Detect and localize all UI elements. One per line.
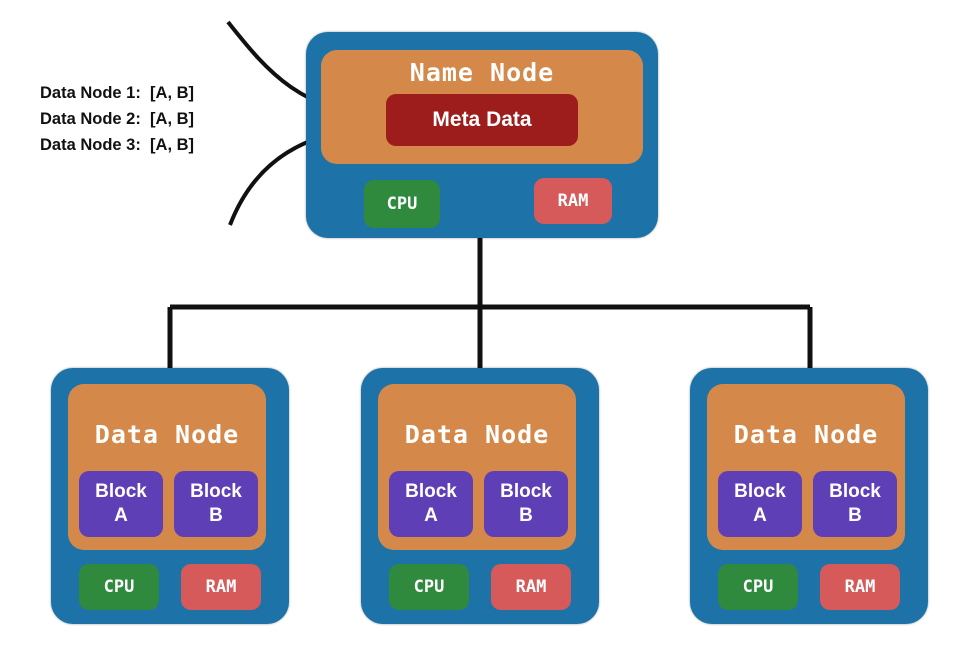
block-letter: A [114,505,128,526]
block-a: Block A [718,471,802,537]
data-node-title: Data Node [94,420,240,449]
block-letter: B [519,505,533,526]
block-word: Block [95,481,147,502]
block-a: Block A [79,471,163,537]
data-node-title: Data Node [733,420,879,449]
name-node-title: Name Node [409,58,555,87]
data-node-ram: RAM [820,564,900,610]
data-node-ram: RAM [181,564,261,610]
metadata-row: Data Node 3: [A, B] [40,132,194,158]
block-word: Block [829,481,881,502]
block-letter: A [753,505,767,526]
metadata-row-value: [A, B] [150,136,195,154]
data-node-cpu: CPU [718,564,798,610]
metadata-row: Data Node 2: [A, B] [40,106,194,132]
data-node-1: Data Node Block A Block B CPU RAM [51,368,289,624]
block-a: Block A [389,471,473,537]
name-node-inner: Name Node Meta Data [321,50,643,164]
metadata-row-value: [A, B] [150,84,195,102]
block-word: Block [405,481,457,502]
name-node: Name Node Meta Data CPU RAM [306,32,658,238]
data-node-inner: Data Node Block A Block B [378,384,576,550]
block-b: Block B [484,471,568,537]
block-word: Block [190,481,242,502]
data-node-title: Data Node [404,420,550,449]
name-node-cpu: CPU [364,180,440,228]
data-node-ram: RAM [491,564,571,610]
metadata-row-label: Data Node 3: [40,136,141,154]
data-node-2: Data Node Block A Block B CPU RAM [361,368,599,624]
data-node-inner: Data Node Block A Block B [68,384,266,550]
data-node-inner: Data Node Block A Block B [707,384,905,550]
name-node-ram: RAM [534,178,612,224]
data-node-cpu: CPU [79,564,159,610]
block-b: Block B [174,471,258,537]
data-node-3: Data Node Block A Block B CPU RAM [690,368,928,624]
block-letter: B [848,505,862,526]
meta-data-box: Meta Data [386,94,578,146]
block-word: Block [734,481,786,502]
metadata-row: Data Node 1: [A, B] [40,80,194,106]
block-word: Block [500,481,552,502]
metadata-list: Data Node 1: [A, B] Data Node 2: [A, B] … [40,80,194,158]
block-letter: B [209,505,223,526]
metadata-row-label: Data Node 2: [40,110,141,128]
data-node-cpu: CPU [389,564,469,610]
block-letter: A [424,505,438,526]
metadata-row-value: [A, B] [150,110,195,128]
metadata-row-label: Data Node 1: [40,84,141,102]
tree-connector [167,238,813,368]
block-b: Block B [813,471,897,537]
